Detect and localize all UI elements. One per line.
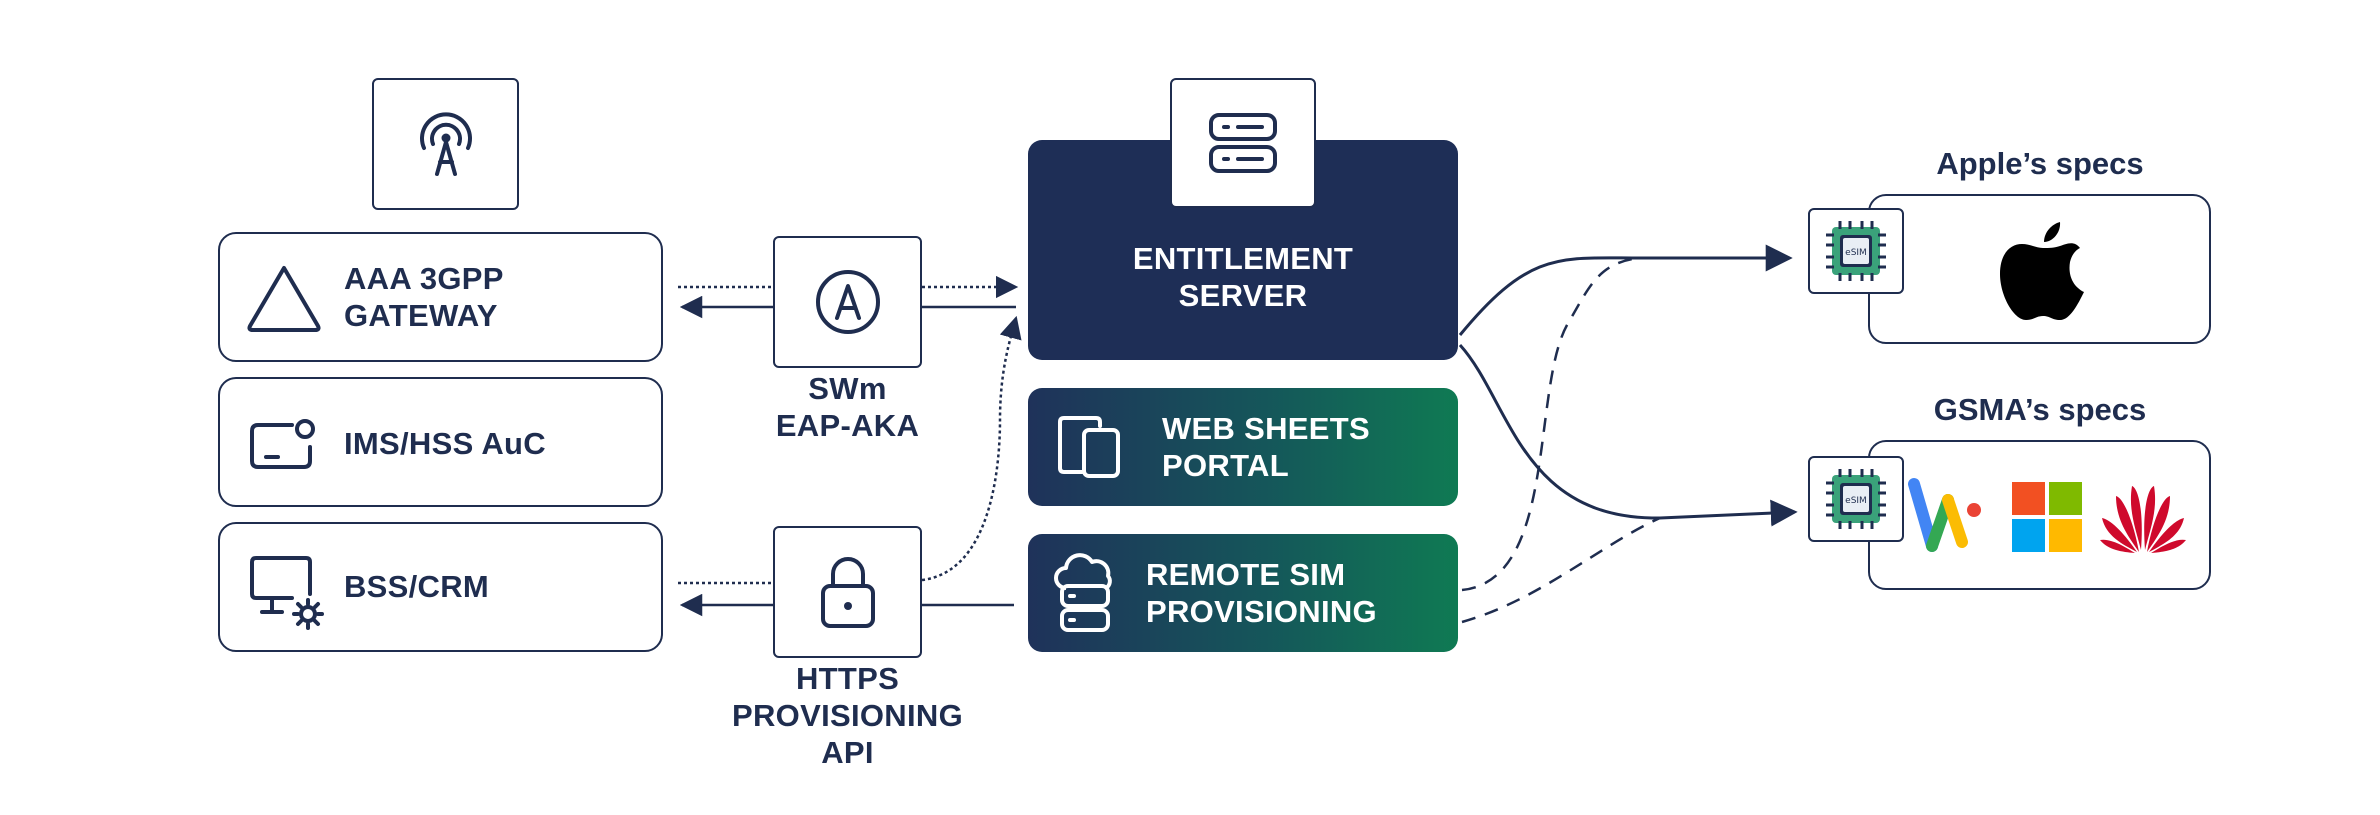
ims-hss-card: IMS/HSS AuC	[218, 377, 663, 507]
aaa-gateway-label: AAA 3GPP GATEWAY	[344, 261, 504, 333]
bss-crm-card: BSS/CRM	[218, 522, 663, 652]
apple-specs-title: Apple’s specs	[1936, 146, 2144, 181]
antenna-icon	[419, 112, 472, 176]
https-server-dotted-curve	[921, 315, 1022, 582]
server-icon	[1209, 113, 1277, 173]
monitor-gear-icon	[250, 556, 324, 630]
https-label: HTTPS PROVISIONING API	[732, 661, 963, 770]
esim-text-apple: eSIM	[1845, 248, 1867, 258]
huawei-logo-icon	[2100, 486, 2186, 553]
triangle-icon	[247, 266, 321, 332]
sim-card-icon	[250, 419, 315, 469]
apple-esim-tile: eSIM	[1808, 208, 1904, 294]
server-gsma-curve	[1458, 343, 1798, 527]
apple-logo-icon	[2000, 222, 2084, 320]
server-apple-curve	[1458, 244, 1793, 336]
entitlement-server-panel: ENTITLEMENT SERVER	[1028, 140, 1458, 360]
aaa-gateway-card: AAA 3GPP GATEWAY	[218, 232, 663, 362]
remote-sim-gsma-dashed	[1461, 516, 1661, 624]
ims-hss-label: IMS/HSS AuC	[344, 426, 546, 461]
esim-chip-icon: eSIM	[1826, 469, 1886, 529]
antenna-tile	[372, 78, 519, 210]
apple-specs-card	[1868, 194, 2211, 344]
swm-label: SWm EAP-AKA	[775, 371, 920, 443]
microsoft-logo-icon	[2012, 482, 2082, 552]
remote-sim-label: REMOTE SIM PROVISIONING	[1146, 557, 1377, 629]
gsma-esim-tile: eSIM	[1808, 456, 1904, 542]
gsma-specs-card	[1868, 440, 2211, 590]
remote-sim-panel: REMOTE SIM PROVISIONING	[1028, 534, 1458, 652]
server-tile	[1170, 78, 1316, 208]
devices-icon	[1058, 416, 1120, 478]
letter-a-circle-icon	[815, 270, 880, 334]
web-sheets-panel: WEB SHEETS PORTAL	[1028, 388, 1458, 506]
entitlement-server-label: ENTITLEMENT SERVER	[1132, 241, 1354, 313]
https-tile	[773, 526, 922, 658]
google-wallet-logo-icon	[1908, 478, 1981, 552]
esim-text-gsma: eSIM	[1845, 496, 1867, 506]
gsma-specs-title: GSMA’s specs	[1933, 392, 2147, 427]
lock-icon	[820, 557, 875, 628]
esim-chip-icon: eSIM	[1826, 221, 1886, 281]
remote-sim-apple-dashed	[1461, 256, 1641, 592]
bss-crm-label: BSS/CRM	[344, 569, 490, 604]
cloud-server-icon	[1054, 553, 1112, 632]
swm-tile	[773, 236, 922, 368]
web-sheets-label: WEB SHEETS PORTAL	[1162, 411, 1370, 483]
